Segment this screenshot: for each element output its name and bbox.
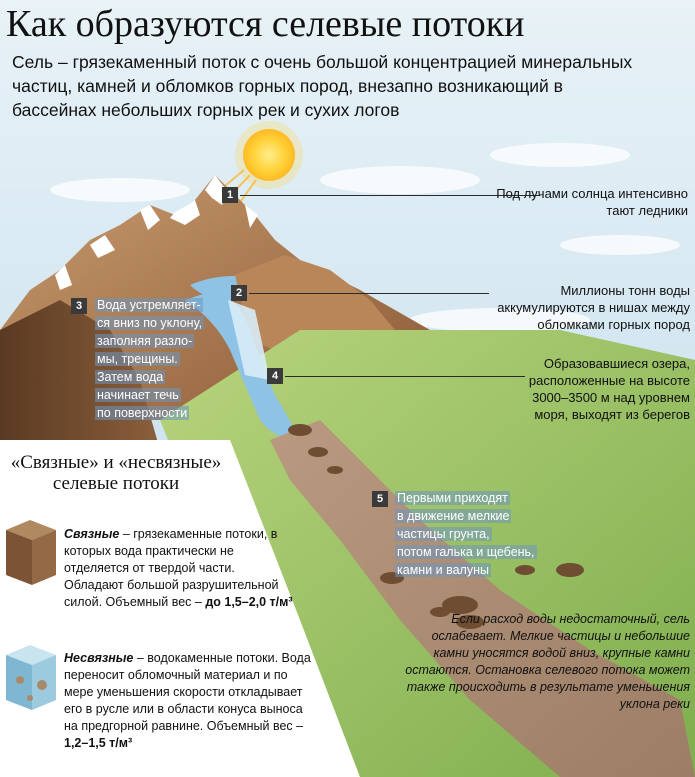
step-3-number: 3	[71, 298, 87, 314]
unbound-cube-icon	[6, 645, 56, 710]
step-4-number: 4	[267, 368, 283, 384]
step-2-text: Миллионы тонн воды аккумулируются в ниша…	[497, 283, 690, 332]
unbound-text: – водокаменные потоки. Вода переносит об…	[64, 651, 311, 733]
types-panel	[0, 440, 360, 777]
step-4-text: Образовавшиеся озера, расположенные на в…	[528, 356, 690, 422]
step-5-number: 5	[372, 491, 388, 507]
page-title: Как образуются селевые потоки	[6, 3, 525, 45]
unbound-weight: 1,2–1,5 т/м³	[64, 736, 133, 750]
step-4-leader	[285, 376, 525, 377]
step-1-leader	[240, 195, 540, 196]
left-cliff	[0, 300, 160, 470]
step-2-number: 2	[231, 285, 247, 301]
water-stream	[185, 290, 300, 440]
step-1-text: Под лучами солнца интенсивно тают ледник…	[496, 186, 688, 218]
step-2-leader	[249, 293, 489, 294]
unbound-flow-description: Несвязные – водокаменные потоки. Вода пе…	[64, 650, 314, 752]
step-1-number: 1	[222, 187, 238, 203]
boulders	[288, 424, 584, 629]
sun-icon	[235, 121, 303, 189]
clouds	[50, 143, 680, 332]
bound-flow-description: Связные – грязекаменные потоки, в которы…	[64, 526, 294, 611]
weakening-note: Если расход воды недостаточный, сель осл…	[405, 612, 690, 711]
step-3-text: Вода устремляет- ся вниз по уклону, запо…	[95, 298, 205, 420]
bound-term: Связные	[64, 527, 120, 541]
unbound-term: Несвязные	[64, 651, 134, 665]
unbound-weight-prefix: вес –	[272, 719, 304, 733]
bound-cube-icon	[6, 520, 56, 585]
snow-caps	[55, 175, 258, 290]
bound-weight: до 1,5–2,0 т/м³	[205, 595, 293, 609]
intro-definition: Сель – грязекаменный поток с очень больш…	[12, 52, 633, 120]
mudflow-channel	[270, 420, 695, 777]
bound-text: – грязекаменные потоки, в которых вода п…	[64, 527, 279, 609]
step-5-text: Первыми приходят в движение мелкие части…	[395, 491, 537, 577]
waterfall	[228, 300, 270, 380]
types-heading: «Связные» и «несвязные» селевые потоки	[10, 452, 222, 494]
